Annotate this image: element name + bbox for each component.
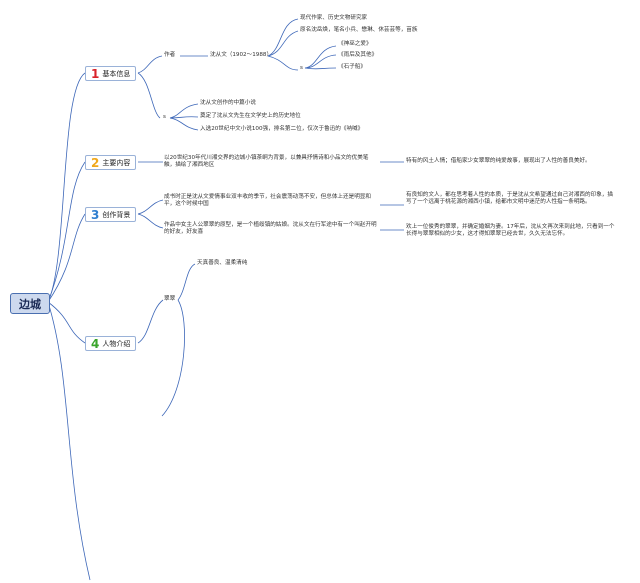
link-basic-author bbox=[137, 55, 163, 74]
novel-fact: 奠定了沈从文先生在文学史上的历史地位 bbox=[200, 113, 301, 119]
link-bg-1 bbox=[137, 199, 164, 215]
link-root-characters bbox=[47, 301, 86, 344]
branch-label: 主要内容 bbox=[102, 158, 131, 167]
link-name-detail1 bbox=[267, 18, 299, 57]
link-works-2 bbox=[304, 54, 337, 69]
link-root-basic bbox=[47, 72, 86, 303]
content-extra: 特有的风土人情；借船家少女翠翠的纯爱故事，展现出了人性的善良美好。 bbox=[406, 158, 591, 164]
author-label: 作者 bbox=[164, 52, 176, 58]
link-novel-1 bbox=[169, 103, 199, 119]
novel-fact: 入选20世纪中文小说100强，排名第二位，仅次于鲁迅的《呐喊》 bbox=[200, 126, 364, 132]
character-name: 翠翠 bbox=[164, 296, 176, 302]
work-item: 《神巫之爱》 bbox=[338, 41, 372, 47]
link-novel-3 bbox=[169, 117, 199, 131]
branch-number: 3 bbox=[91, 207, 100, 222]
author-detail: 原名沈岳焕，笔名小兵、懋琳、休芸芸等，苗族 bbox=[300, 27, 418, 33]
novel-fact: 沈从文创作的中篇小说 bbox=[200, 100, 256, 106]
branch-number: 2 bbox=[91, 155, 100, 170]
author-detail: 现代作家、历史文物研究家 bbox=[300, 15, 368, 21]
branch-basic-info[interactable]: 1 基本信息 bbox=[85, 66, 137, 81]
branch-label: 基本信息 bbox=[102, 69, 131, 78]
branch-label: 创作背景 bbox=[102, 210, 131, 219]
work-item: 《雨后及其他》 bbox=[338, 52, 378, 58]
link-works-1 bbox=[304, 45, 337, 69]
link-char-cuicui bbox=[137, 299, 164, 344]
author-name: 沈从文（1902～1988） bbox=[210, 52, 273, 58]
link-bg-2 bbox=[137, 213, 164, 229]
background-right: 有良知的文人，都在思考着人性的本质，于是沈从文希望通过自己对湘西的印象，描写了一… bbox=[406, 192, 613, 205]
link-name-works bbox=[267, 55, 299, 71]
root-node: 边城 bbox=[10, 293, 50, 314]
branch-label: 人物介绍 bbox=[102, 339, 131, 348]
branch-number: 1 bbox=[91, 66, 100, 81]
link-works-3 bbox=[304, 67, 337, 70]
link-root-background bbox=[47, 213, 86, 303]
background-left: 成书时正是沈从文爱情事业双丰收的季节，社会震荡动荡不安，但总体上还是明显和平，这… bbox=[164, 194, 371, 207]
branch-number: 4 bbox=[91, 336, 100, 351]
works-label: s bbox=[300, 65, 303, 71]
novel-label: s bbox=[163, 114, 166, 120]
link-name-detail2 bbox=[267, 30, 299, 57]
character-trait: 天真善良、温柔清纯 bbox=[197, 260, 248, 266]
link-char-trait bbox=[177, 263, 196, 301]
content-text: 以20世纪30年代川湘交界的边城小镇茶峒为背景，以兼具抒情诗和小品文的优美笔触，… bbox=[164, 155, 369, 168]
link-novel-2 bbox=[169, 116, 199, 119]
link-root-tail bbox=[47, 301, 91, 581]
link-char-tail bbox=[161, 299, 185, 417]
background-left: 作品中女主人公翠翠的原型，是一个植绥镇的姑娘。沈从文在行军途中有一个叫赵开明的好… bbox=[164, 222, 377, 235]
background-right: 欢上一位俊秀的翠翠，并确定婚姻为妻。17年后，沈从文再次来到此地，只看到一个长得… bbox=[406, 224, 615, 237]
link-root-content bbox=[47, 161, 86, 303]
link-basic-novel bbox=[137, 72, 161, 119]
branch-main-content[interactable]: 2 主要内容 bbox=[85, 155, 137, 170]
branch-characters[interactable]: 4 人物介绍 bbox=[85, 336, 137, 351]
work-item: 《石子船》 bbox=[338, 64, 366, 70]
branch-background[interactable]: 3 创作背景 bbox=[85, 207, 137, 222]
